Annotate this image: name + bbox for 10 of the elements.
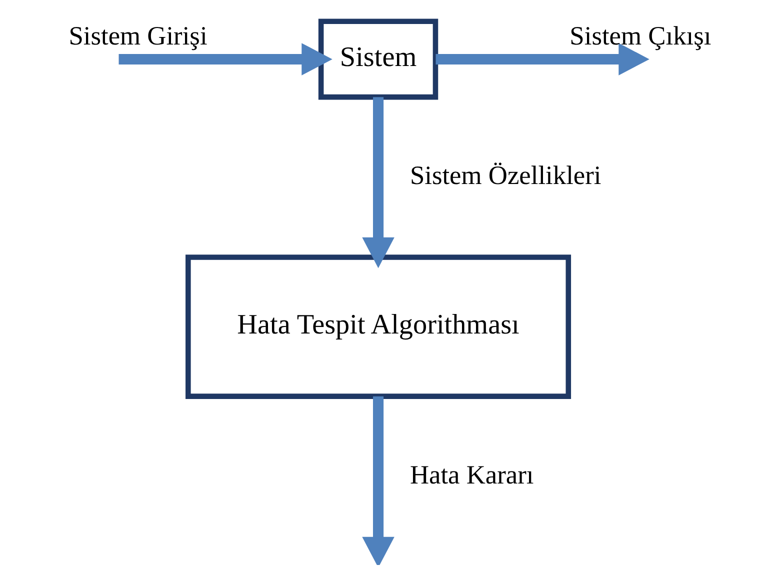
arrow: [435, 43, 649, 76]
node-box: Sistem: [318, 18, 438, 100]
edge-label: Sistem Çıkışı: [569, 20, 711, 50]
arrow: [362, 97, 394, 268]
edge-label: Hata Kararı: [409, 459, 534, 490]
edge-label: Sistem Özellikleri: [409, 160, 601, 190]
node-box: Hata Tespit Algorithması: [185, 254, 571, 399]
edge-label: Sistem Girişi: [68, 20, 207, 50]
arrow: [362, 396, 394, 565]
arrow: [118, 43, 332, 76]
